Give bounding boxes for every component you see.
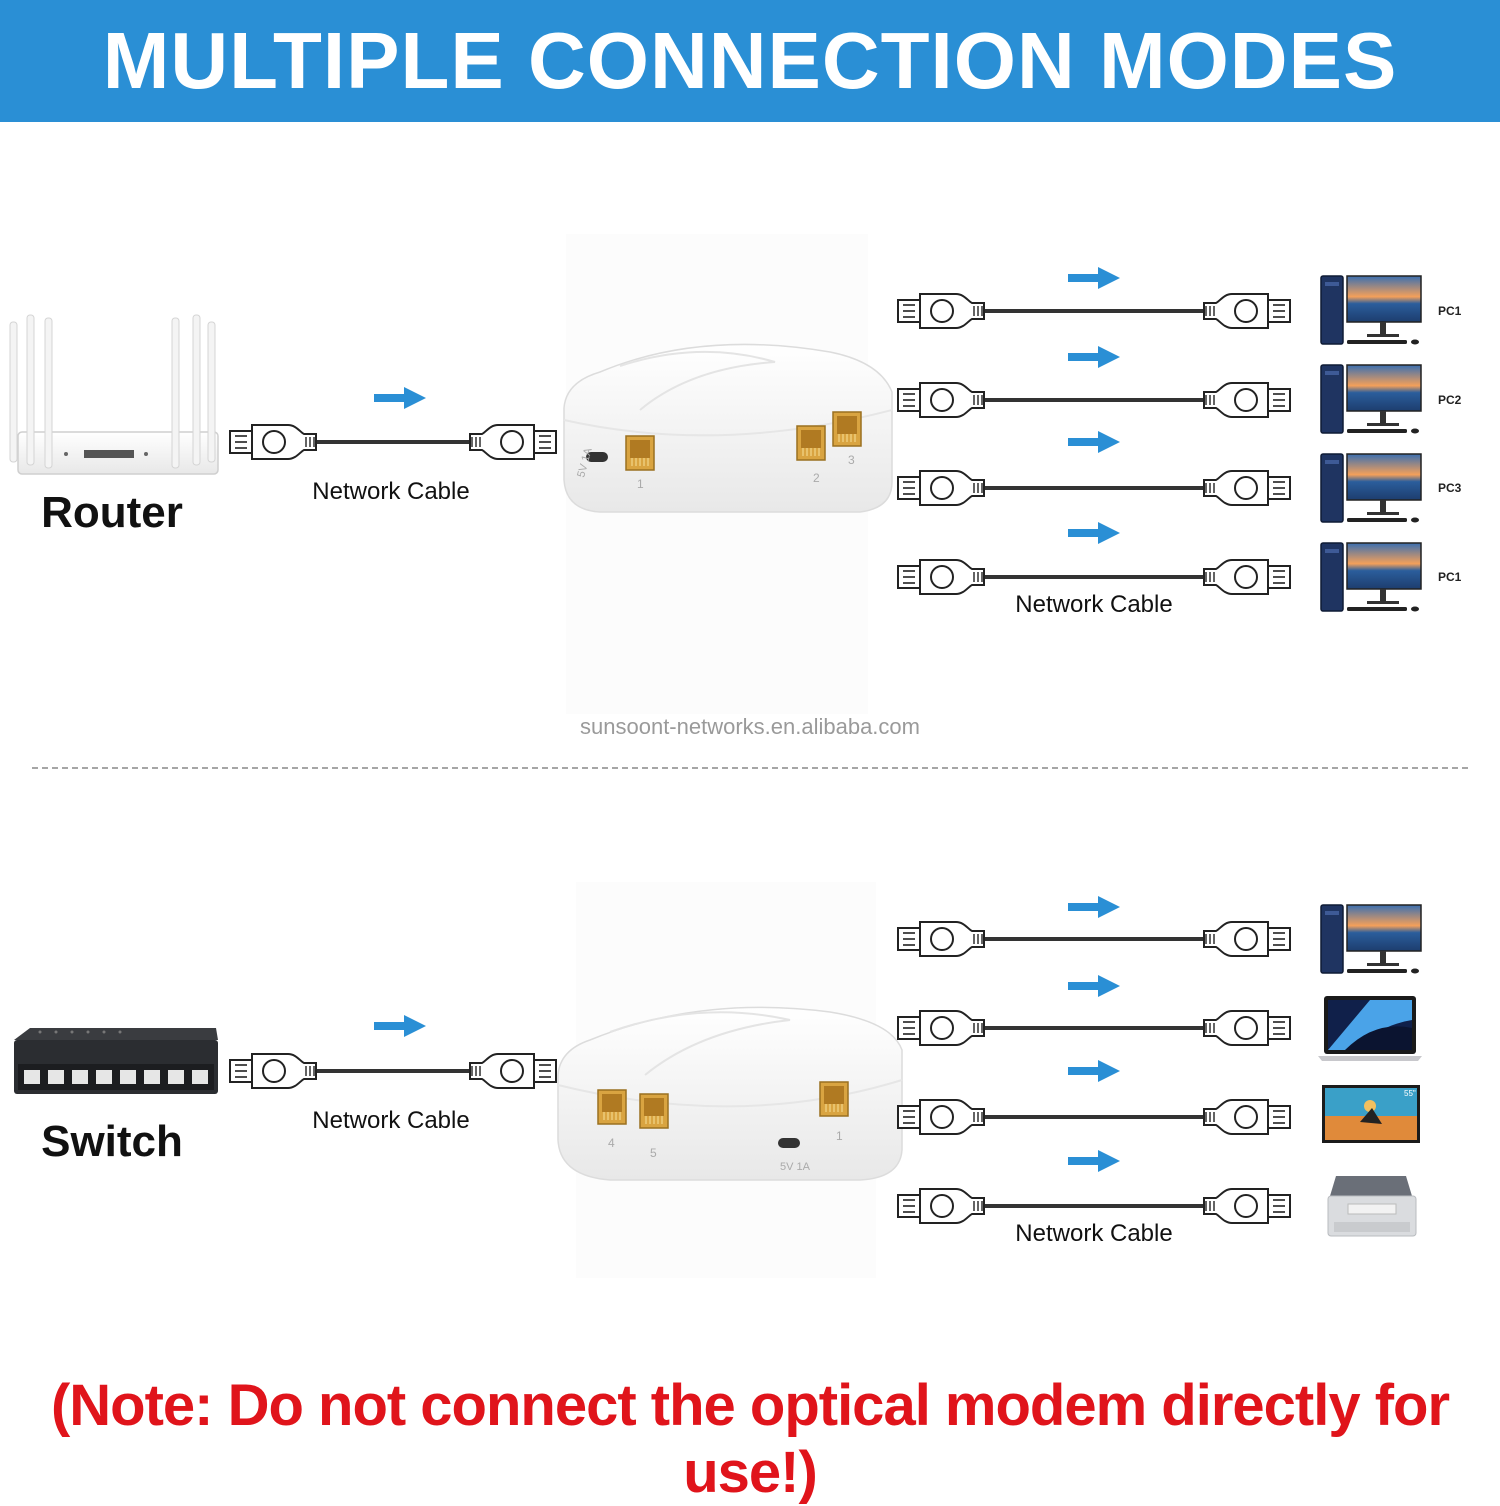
pc-label: PC1 <box>1438 570 1462 584</box>
warning-note: (Note: Do not connect the optical modem … <box>50 1373 1450 1505</box>
router-icon <box>9 314 219 475</box>
tv-size-badge: 55" <box>1404 1089 1416 1098</box>
direction-arrow-icon <box>1068 896 1120 918</box>
ethernet-switch-device <box>557 882 903 1278</box>
port-label: 5 <box>650 1146 657 1160</box>
direction-arrow-icon <box>374 387 426 409</box>
network-cable-output <box>897 559 1291 595</box>
input-cable-label: Network Cable <box>312 478 469 505</box>
printer-icon <box>1327 1176 1417 1237</box>
pc-label: PC3 <box>1438 481 1462 495</box>
direction-arrow-icon <box>1068 522 1120 544</box>
page-title: MULTIPLE CONNECTION MODES <box>102 16 1398 105</box>
pc-label: PC1 <box>1438 304 1462 318</box>
output-cable-label: Network Cable <box>1015 591 1172 618</box>
network-cable-output <box>897 921 1291 957</box>
port-label: 4 <box>608 1136 615 1150</box>
input-cable-label: Network Cable <box>312 1107 469 1134</box>
connection-diagram: Router Network Cable 5V 1A 1 2 3 <box>9 234 1468 1278</box>
port-label: 1 <box>637 477 644 491</box>
desktop-pc-icon <box>1320 453 1422 524</box>
network-cable-input-2 <box>229 1053 557 1089</box>
switch-label: Switch <box>41 1117 183 1166</box>
network-cable-output <box>897 1188 1291 1224</box>
network-cable-output <box>897 470 1291 506</box>
direction-arrow-icon <box>374 1015 426 1037</box>
tv-icon: 55" <box>1322 1085 1420 1143</box>
desktop-pc-icon <box>1320 542 1422 613</box>
port-label: 3 <box>848 453 855 467</box>
ethernet-switch-device <box>563 234 893 714</box>
direction-arrow-icon <box>1068 346 1120 368</box>
network-cable-output <box>897 382 1291 418</box>
direction-arrow-icon <box>1068 1060 1120 1082</box>
direction-arrow-icon <box>1068 1150 1120 1172</box>
power-port-label: 5V 1A <box>780 1161 811 1173</box>
port-label: 2 <box>813 471 820 485</box>
port-label: 1 <box>836 1129 843 1143</box>
network-cable-output <box>897 1010 1291 1046</box>
desktop-pc-icon <box>1320 275 1422 346</box>
desktop-pc-icon <box>1320 904 1422 975</box>
direction-arrow-icon <box>1068 975 1120 997</box>
switch-icon <box>14 1028 218 1094</box>
network-cable-input-1 <box>229 424 557 460</box>
router-label: Router <box>41 488 183 537</box>
laptop-icon <box>1318 996 1422 1061</box>
header-banner: MULTIPLE CONNECTION MODES <box>0 0 1500 122</box>
network-cable-output <box>897 293 1291 329</box>
pc-label: PC2 <box>1438 393 1462 407</box>
network-cable-output <box>897 1099 1291 1135</box>
desktop-pc-icon <box>1320 364 1422 435</box>
output-cable-label: Network Cable <box>1015 1220 1172 1247</box>
direction-arrow-icon <box>1068 267 1120 289</box>
watermark: sunsoont-networks.en.alibaba.com <box>580 714 920 739</box>
direction-arrow-icon <box>1068 431 1120 453</box>
